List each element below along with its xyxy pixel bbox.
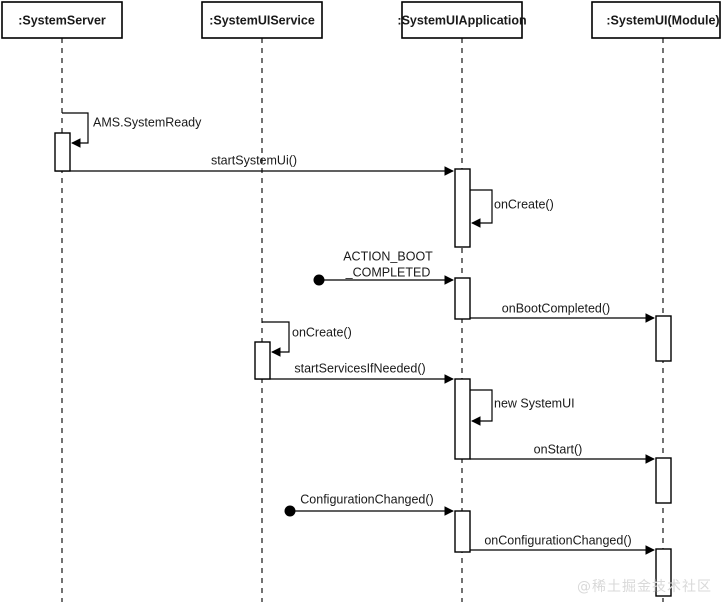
message-arrow-line xyxy=(262,321,290,357)
message-msg-startservicesifneeded[interactable]: startServicesIfNeeded() xyxy=(255,361,454,384)
lifeline-label: :SystemServer xyxy=(18,13,106,27)
message-label-line2: _COMPLETED xyxy=(345,265,431,279)
message-msg-onconfigurationchanged[interactable]: onConfigurationChanged() xyxy=(470,533,655,555)
message-label: onCreate() xyxy=(292,325,352,339)
message-label: new SystemUI xyxy=(494,396,575,410)
lifeline-header-box xyxy=(401,1,523,39)
message-msg-oncreate-app[interactable]: onCreate() xyxy=(470,189,554,228)
activation-bar-act-app-1[interactable] xyxy=(454,168,471,248)
message-msg-ams-systemready[interactable]: AMS.SystemReady xyxy=(62,112,202,148)
activation-bar-act-module-3[interactable] xyxy=(655,548,672,597)
message-label: ACTION_BOOT xyxy=(343,249,433,263)
activation-bar-act-app-3[interactable] xyxy=(454,378,471,460)
message-label: onStart() xyxy=(534,442,583,456)
found-message-dot-icon xyxy=(313,274,325,286)
activation-bar-act-app-2[interactable] xyxy=(454,277,471,320)
lifeline-label: :SystemUIService xyxy=(209,13,315,27)
message-msg-new-systemui[interactable]: new SystemUI xyxy=(470,389,575,426)
lifeline-systemui-application[interactable]: :SystemUIApplication xyxy=(397,1,527,602)
message-msg-onbootcompleted[interactable]: onBootCompleted() xyxy=(470,301,655,323)
message-msg-oncreate-service[interactable]: onCreate() xyxy=(262,321,352,357)
lifeline-header-box xyxy=(201,1,323,39)
lifeline-header-box xyxy=(591,1,721,39)
lifeline-systemui-service[interactable]: :SystemUIService xyxy=(201,1,323,602)
message-label: onCreate() xyxy=(494,197,554,211)
watermark-text: @稀土掘金技术社区 xyxy=(577,579,712,595)
lifeline-system-server[interactable]: :SystemServer xyxy=(1,1,123,602)
lifeline-header-box xyxy=(1,1,123,39)
activation-bar-act-server-1[interactable] xyxy=(54,132,71,172)
lifeline-label: :SystemUIApplication xyxy=(397,13,526,27)
activation-bar-act-app-4[interactable] xyxy=(454,510,471,553)
lifeline-label: :SystemUI(Module) xyxy=(606,13,719,27)
message-arrow-line xyxy=(470,389,493,426)
activation-bar-act-module-2[interactable] xyxy=(655,457,672,504)
message-label: onBootCompleted() xyxy=(502,301,610,315)
lifeline-systemui-module[interactable]: :SystemUI(Module) xyxy=(591,1,721,602)
message-label: AMS.SystemReady xyxy=(93,115,202,129)
message-arrow-line xyxy=(470,189,493,228)
message-label: onConfigurationChanged() xyxy=(484,533,631,547)
message-arrow-line xyxy=(62,112,89,148)
found-message-dot-icon xyxy=(284,505,296,517)
message-msg-configurationchanged[interactable]: ConfigurationChanged() xyxy=(284,492,454,517)
activation-bar-act-service-1[interactable] xyxy=(254,341,271,380)
messages-group: AMS.SystemReady startSystemUi() onCreate()… xyxy=(55,112,655,555)
message-label: ConfigurationChanged() xyxy=(300,492,433,506)
message-msg-start-systemui[interactable]: startSystemUi() xyxy=(55,153,454,176)
activation-bar-act-module-1[interactable] xyxy=(655,315,672,362)
message-label: startServicesIfNeeded() xyxy=(294,361,425,375)
activations-group xyxy=(54,132,672,597)
message-label: startSystemUi() xyxy=(211,153,297,167)
message-msg-action-boot-completed[interactable]: ACTION_BOOT _COMPLETED xyxy=(313,249,454,286)
message-msg-onstart[interactable]: onStart() xyxy=(470,442,655,464)
